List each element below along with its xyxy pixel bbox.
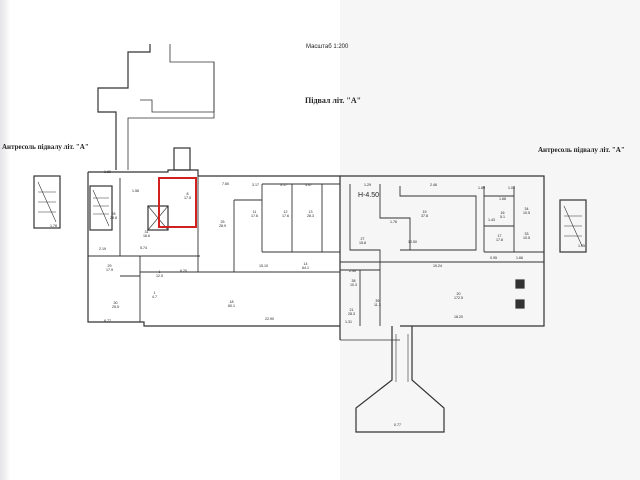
dimension-label: 1.60 xyxy=(104,170,111,174)
dimension-label: 0.95 xyxy=(490,256,497,260)
room-label: 14 64.1 xyxy=(302,262,309,271)
room-label: 39 11.3 xyxy=(374,299,381,308)
dimension-label: 1.78 xyxy=(50,224,57,228)
dimension-label: 1.55 xyxy=(578,244,585,248)
room-label: 34 10.5 xyxy=(523,207,530,216)
room-label: 8 17.5 xyxy=(184,192,191,201)
dimension-label: 1.31 xyxy=(345,320,352,324)
dimension-label: 7.60 xyxy=(222,182,229,186)
room-label: 19 37.8 xyxy=(421,210,428,219)
room-label: 20 172.5 xyxy=(454,292,463,301)
dimension-label: 10.24 xyxy=(433,264,442,268)
highlighted-room[interactable] xyxy=(158,177,197,228)
dimension-label: 3.07 xyxy=(305,183,312,187)
room-label: 25 28.9 xyxy=(219,220,226,229)
dimension-label: 0.77 xyxy=(394,423,401,427)
room-label: 33 10.5 xyxy=(523,232,530,241)
dimension-label: 2.19 xyxy=(99,247,106,251)
room-label: 11 17.6 xyxy=(251,210,258,219)
dimension-label: 3.17 xyxy=(252,183,259,187)
dimension-label: 1.66 xyxy=(516,256,523,260)
room-label: 13 28.3 xyxy=(307,210,314,219)
dimension-label: 2.40 xyxy=(349,269,356,273)
dimension-label: 1.04 xyxy=(508,186,515,190)
dimension-label: 1.56 xyxy=(132,189,139,193)
plan-title-mezzanine-left: Антресоль підвалу літ. "А" xyxy=(2,143,89,151)
plan-walls xyxy=(33,44,587,433)
dimension-label: 22.90 xyxy=(265,317,274,321)
dimension-label: 18.20 xyxy=(454,315,463,319)
scale-label: Масштаб 1:200 xyxy=(306,44,349,50)
dimension-label: 10.50 xyxy=(408,240,417,244)
level-mark: Н-4.50 xyxy=(358,192,380,199)
room-label: 1 4.7 xyxy=(152,291,157,300)
dimension-label: 2.46 xyxy=(430,183,437,187)
room-label: 29 17.9 xyxy=(106,264,113,273)
scan-edge xyxy=(0,0,10,480)
room-label: 21 28.3 xyxy=(348,308,355,317)
room-label: 12 17.6 xyxy=(282,210,289,219)
dimension-label: 1.29 xyxy=(364,183,371,187)
room-label: 30 25.5 xyxy=(112,301,119,310)
room-label: 31 16.6 xyxy=(143,230,150,239)
dimension-label: 1.76 xyxy=(390,220,397,224)
dimension-label: 5.74 xyxy=(140,246,147,250)
dimension-label: 6.77 xyxy=(104,319,111,323)
dimension-label: 1.68 xyxy=(499,197,506,201)
room-label: 27 15.8 xyxy=(359,237,366,246)
room-label: 16 5.1 xyxy=(500,211,505,220)
scan-shading xyxy=(340,0,640,480)
plan-title-mezzanine-right: Антресоль підвалу літ. "А" xyxy=(538,146,625,154)
room-label: 17 17.8 xyxy=(496,234,503,243)
dimension-label: 1.89 xyxy=(478,186,485,190)
room-label: 1 12.5 xyxy=(156,270,163,279)
room-label: 38 10.3 xyxy=(350,279,357,288)
plan-title-basement: Підвал літ. "А" xyxy=(305,96,362,105)
room-label: 28 28.8 xyxy=(110,212,117,221)
dimension-label: 15.10 xyxy=(259,264,268,268)
dimension-label: 1.43 xyxy=(488,218,495,222)
dimension-label: 3.17 xyxy=(280,183,287,187)
room-label: 18 60.1 xyxy=(228,300,235,309)
dimension-label: 6.20 xyxy=(180,269,187,273)
